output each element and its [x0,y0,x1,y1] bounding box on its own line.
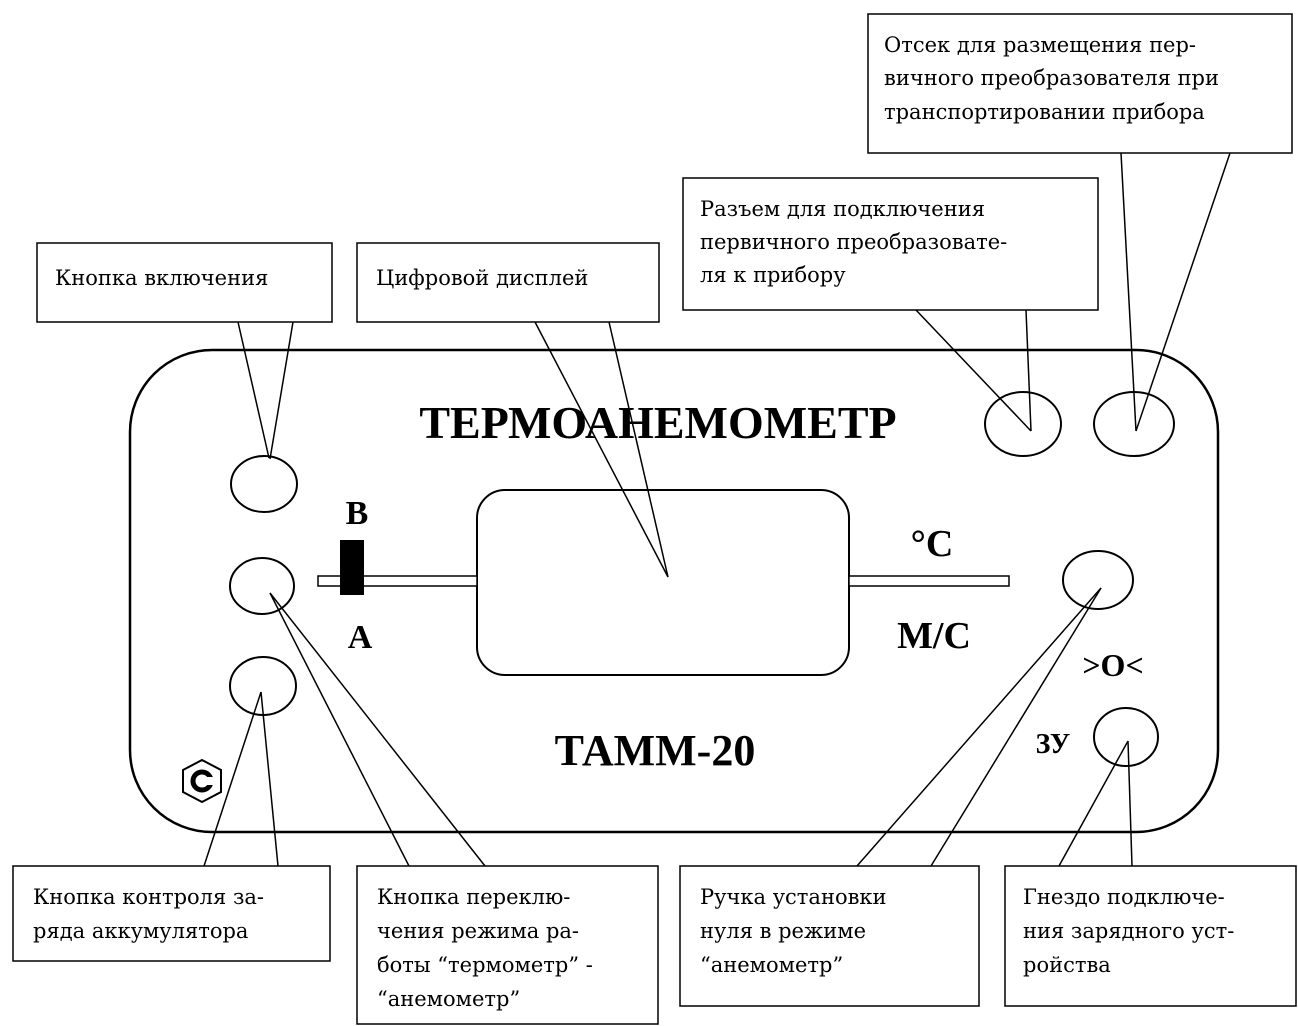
leader-lines [203,152,1231,867]
callout-charger-socket: Гнездо подключе- ния зарядного уст- ройс… [1004,865,1297,1007]
device-title: ТЕРМОАНЕМОМЕТР [419,397,896,448]
callout-battery-check-button: Кнопка контроля за- ряда аккумулятора [12,865,331,962]
callout-storage-compartment-line-3: транспортировании прибора [884,100,1205,124]
callout-sensor-connector-line-1: Разъем для подключения [700,197,985,221]
callout-sensor-connector-line-3: ля к прибору [700,263,846,287]
left-rail [317,575,478,587]
callout-charger-socket-line-3: ройства [1023,953,1111,977]
callout-storage-compartment: Отсек для размещения пер- вичного преобр… [867,13,1293,154]
callout-mode-switch-button: Кнопка переклю- чения режима ра- боты “т… [356,865,659,1025]
callout-power-button: Кнопка включения [36,242,333,323]
callout-charger-socket-line-1: Гнездо подключе- [1023,885,1225,909]
digital-display [476,489,850,676]
callout-mode-switch-line-3: боты “термометр” - [377,953,593,977]
callout-zero-knob-line-1: Ручка установки [700,885,887,909]
charger-label: ЗУ [1036,729,1071,760]
switch-bottom-label: А [348,619,373,656]
callout-zero-knob-line-3: “анемометр” [700,953,843,977]
unit-speed-label: М/С [897,615,971,657]
callout-digital-display: Цифровой дисплей [356,242,660,323]
device-model: ТАММ-20 [555,726,756,775]
zero-label: >О< [1082,647,1143,683]
callout-zero-knob: Ручка установки нуля в режиме “анемометр… [679,865,980,1007]
callout-storage-compartment-line-2: вичного преобразователя при [884,66,1219,90]
right-rail [848,575,1010,587]
callout-storage-compartment-line-1: Отсек для размещения пер- [884,33,1196,57]
callout-sensor-connector: Разъем для подключения первичного преобр… [682,177,1099,311]
power-button[interactable] [230,455,298,513]
mode-switch-slider[interactable] [340,540,364,595]
callout-digital-display-line: Цифровой дисплей [376,266,588,290]
sensor-connector[interactable] [984,391,1062,457]
callout-charger-socket-line-2: ния зарядного уст- [1023,919,1234,943]
callout-battery-check-line-2: ряда аккумулятора [33,919,248,943]
charger-socket[interactable] [1093,707,1159,767]
callout-zero-knob-line-2: нуля в режиме [700,919,866,943]
switch-top-label: В [346,495,369,532]
callout-battery-check-line-1: Кнопка контроля за- [33,885,264,909]
callout-sensor-connector-line-2: первичного преобразовате- [700,230,1007,254]
callout-mode-switch-line-1: Кнопка переклю- [377,885,570,909]
unit-temperature-label: °С [911,523,954,565]
zero-knob[interactable] [1062,550,1134,610]
callout-power-button-line: Кнопка включения [55,266,268,290]
certification-mark [182,758,222,804]
mode-switch-button[interactable] [229,557,295,615]
callout-mode-switch-line-4: “анемометр” [377,987,520,1011]
callout-mode-switch-line-2: чения режима ра- [377,919,579,943]
